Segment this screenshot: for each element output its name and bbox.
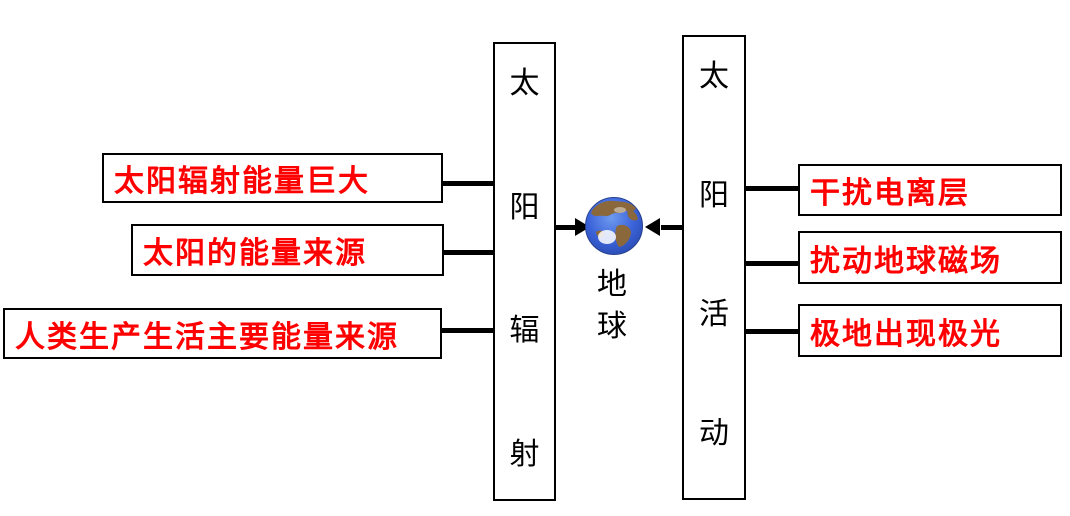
connector-line: [442, 328, 495, 333]
left-item-solar-radiation-energy-huge: 太阳辐射能量巨大: [102, 153, 443, 203]
earth-label-char: 地: [597, 268, 627, 301]
earth-label-char: 球: [597, 310, 627, 343]
right-item-disturb-magnetic-field: 扰动地球磁场: [798, 231, 1062, 284]
connector-line: [444, 250, 495, 255]
arrow-right-shaft: [661, 225, 682, 230]
connector-line: [443, 181, 495, 186]
earth-globe-icon: [585, 197, 643, 255]
column-char: 阳: [699, 179, 729, 212]
connector-line: [746, 329, 798, 334]
solar-radiation-column: 太 阳 辐 射: [493, 42, 556, 501]
column-char: 太: [699, 60, 729, 93]
left-arrow-icon: [645, 218, 660, 236]
column-char: 太: [509, 67, 540, 100]
column-char: 阳: [509, 190, 540, 224]
connector-line: [746, 186, 798, 191]
column-char: 射: [509, 437, 540, 471]
connector-line: [746, 261, 798, 266]
column-char: 动: [699, 417, 729, 450]
column-char: 活: [699, 298, 729, 331]
right-item-polar-aurora: 极地出现极光: [798, 304, 1062, 357]
arrow-left-shaft: [556, 225, 577, 230]
column-char: 辐: [509, 314, 540, 348]
left-item-sun-energy-source: 太阳的能量来源: [131, 224, 444, 276]
left-item-main-energy-source-human-life: 人类生产生活主要能量来源: [3, 308, 442, 359]
solar-activity-column: 太 阳 活 动: [682, 35, 746, 500]
earth-label: 地 球: [582, 264, 642, 348]
right-item-disturb-ionosphere: 干扰电离层: [798, 164, 1062, 216]
